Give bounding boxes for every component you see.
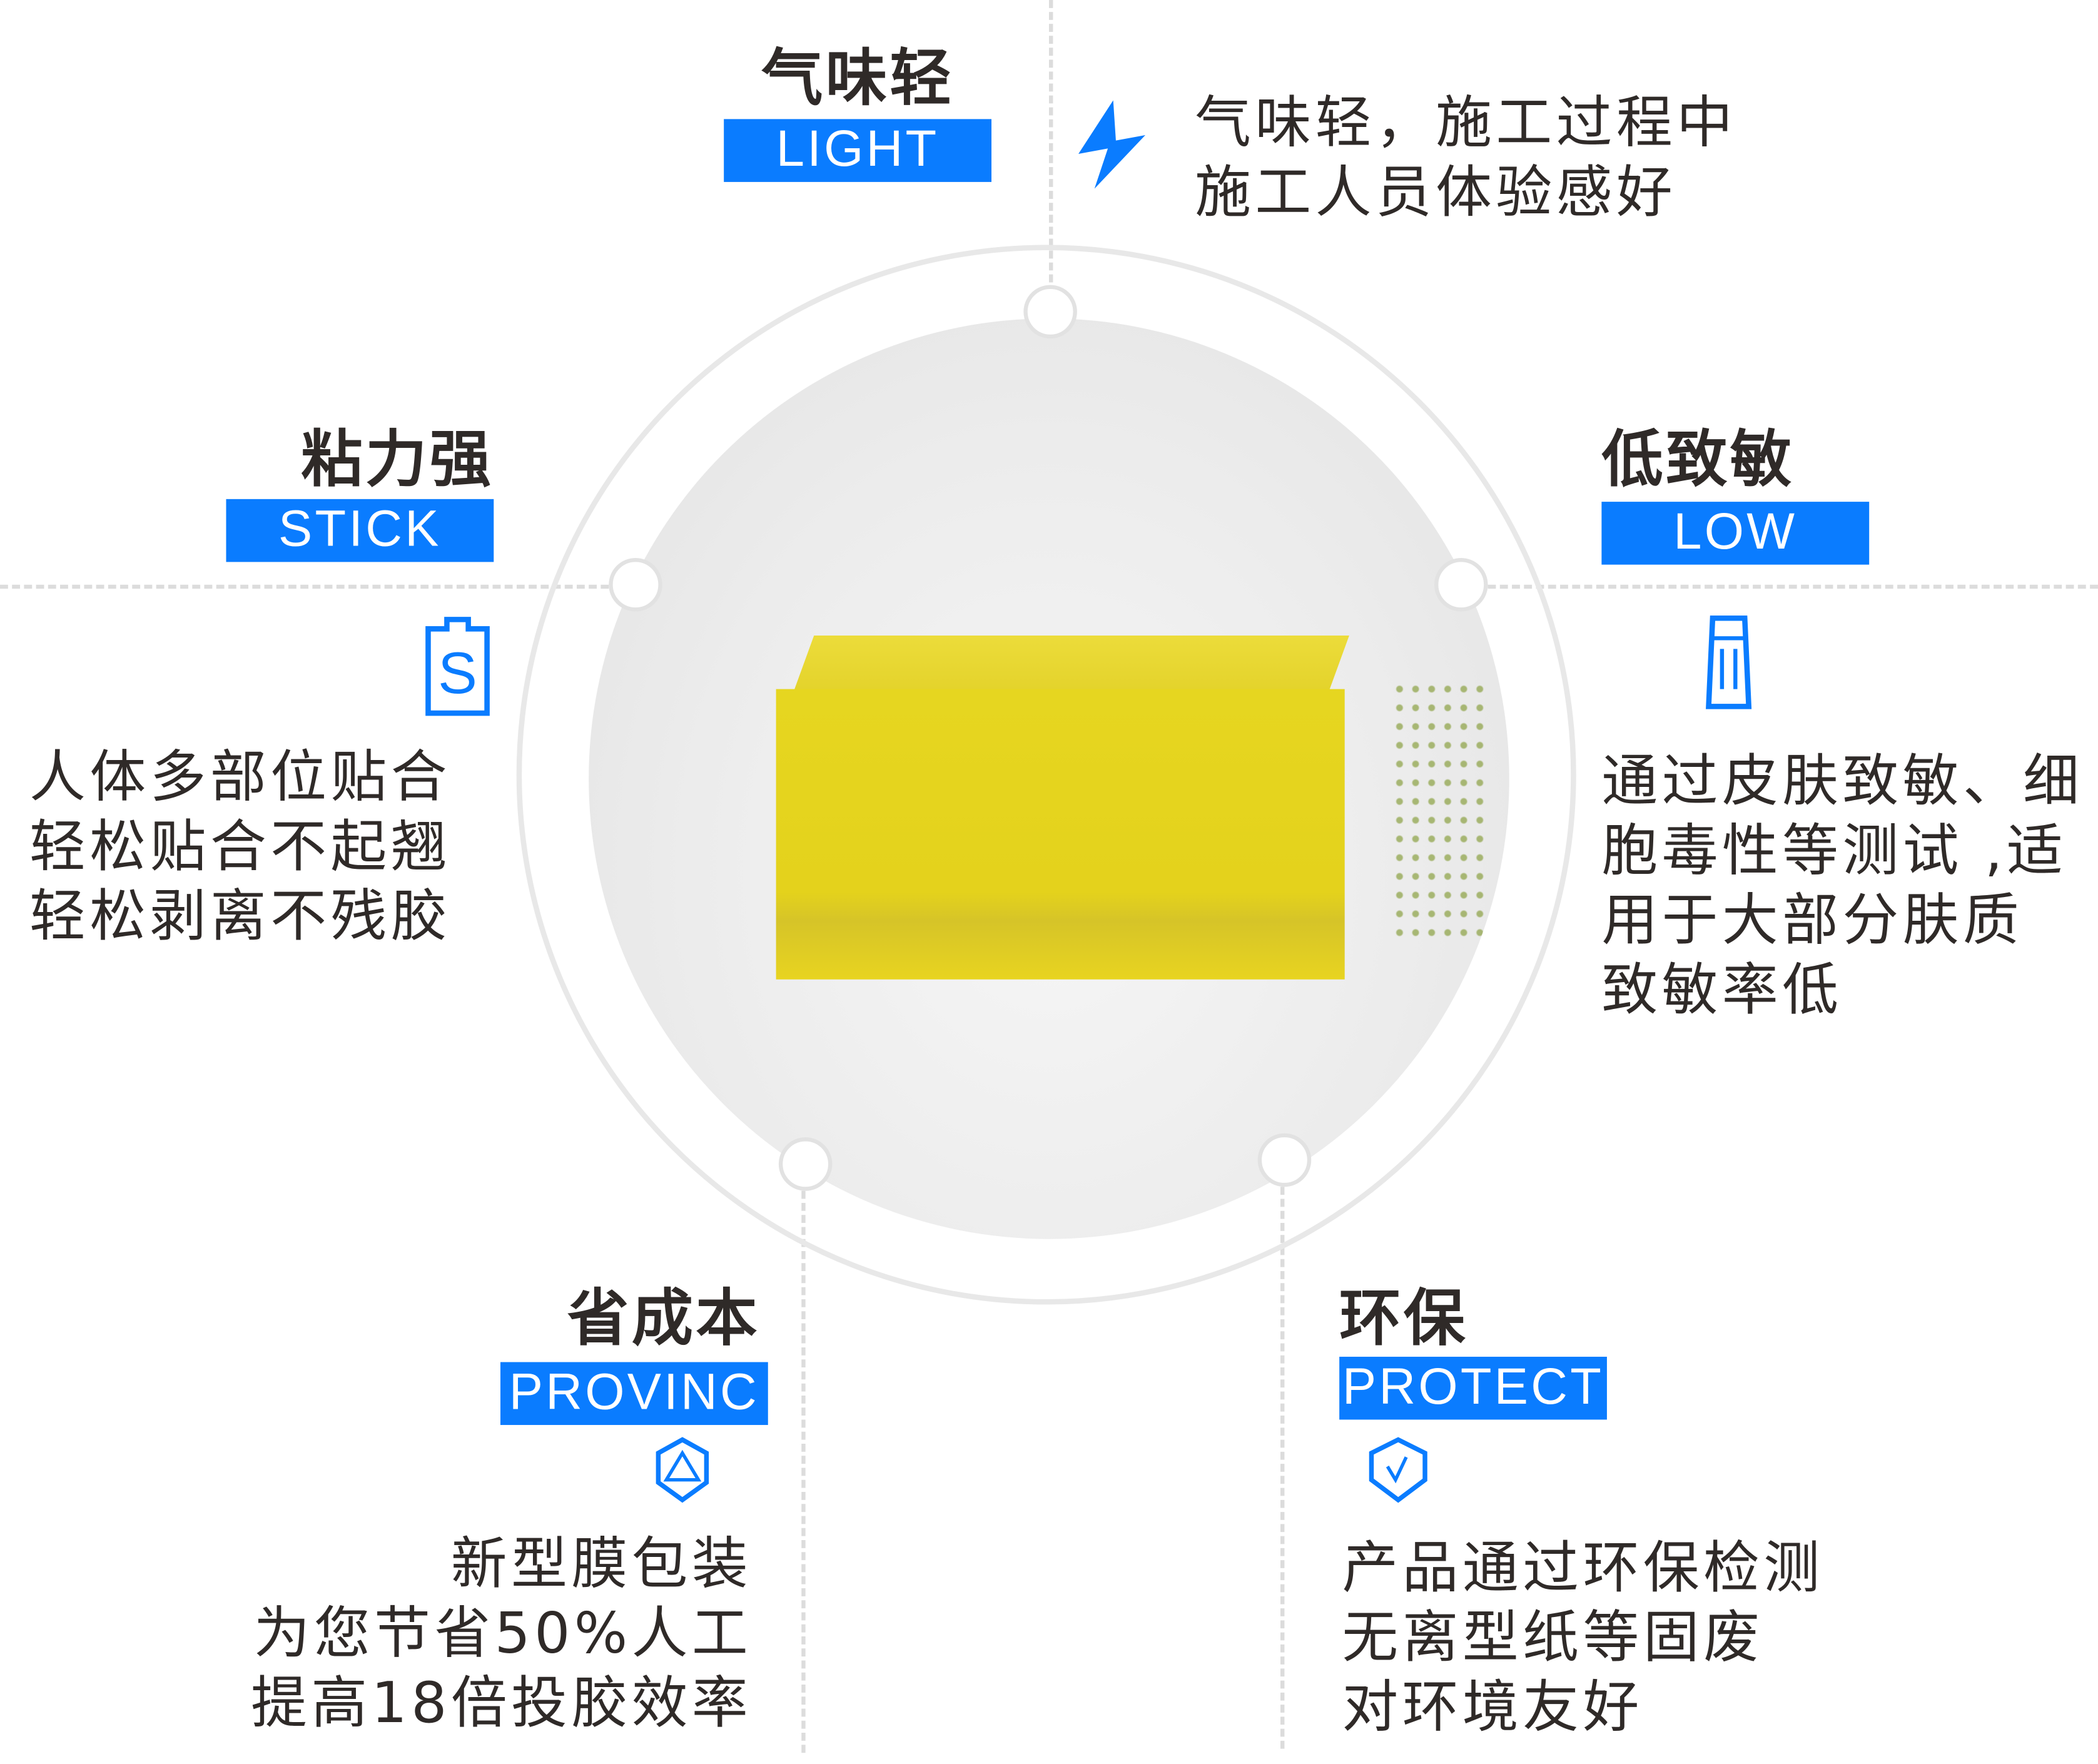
divider-left: [0, 584, 609, 589]
text-line: 轻松剥离不残胶: [29, 883, 451, 949]
provinc-title: 省成本: [567, 1282, 760, 1354]
divider-bottom-left: [801, 1190, 806, 1753]
text-line: 无离型纸等固废: [1342, 1604, 1764, 1670]
low-title: 低致敏: [1601, 422, 1795, 495]
outer-ring: [516, 245, 1576, 1305]
protect-tag: PROTECT: [1339, 1356, 1607, 1420]
low-description: 通过皮肤致敏、细 胞毒性等测试 ,适 用于大部分肤质 致敏率低: [1601, 747, 2083, 1025]
text-line: 气味轻，施工过程中: [1195, 89, 1737, 156]
product-photo: [589, 318, 1509, 1239]
text-line: 产品通过环保检测: [1342, 1534, 1824, 1601]
text-line: 通过皮肤致敏、细: [1601, 748, 2084, 814]
divider-right: [1487, 584, 2098, 589]
text-line: 施工人员体验感好: [1195, 159, 1677, 225]
protect-description: 产品通过环保检测 无离型纸等固废 对环境友好: [1342, 1533, 1823, 1742]
light-title: 气味轻: [761, 41, 955, 114]
text-line: 新型膜包装: [450, 1531, 753, 1596]
text-line: 用于大部分肤质: [1601, 887, 2024, 953]
stick-tag: STICK: [226, 499, 494, 562]
node-bottom-right: [1257, 1133, 1312, 1187]
yellow-glue-block: [776, 636, 1349, 980]
green-sprig: [1391, 679, 1486, 948]
node-bottom-left: [778, 1137, 833, 1191]
text-line: 人体多部位贴合: [29, 744, 451, 810]
provinc-tag: PROVINC: [500, 1362, 768, 1426]
lightning-icon: [1078, 100, 1145, 189]
low-tag: LOW: [1601, 502, 1870, 565]
tube-icon: [1706, 615, 1752, 709]
light-tag: LIGHT: [724, 119, 991, 182]
s-battery-icon: S: [425, 617, 490, 716]
node-left: [609, 557, 662, 612]
svg-text:S: S: [438, 640, 477, 706]
text-line: 胞毒性等测试 ,适: [1601, 817, 2067, 883]
shield-triangle-icon: [656, 1437, 709, 1503]
text-line: 为您节省50%人工: [253, 1600, 753, 1666]
shield-check-icon: [1369, 1437, 1427, 1503]
text-line: 轻松贴合不起翘: [29, 813, 451, 879]
node-top: [1023, 285, 1077, 339]
stick-description: 人体多部位贴合 轻松贴合不起翘 轻松剥离不残胶: [29, 743, 451, 951]
provinc-description: 新型膜包装 为您节省50%人工 提高18倍投胶效率: [201, 1529, 752, 1738]
text-line: 提高18倍投胶效率: [251, 1670, 753, 1736]
stick-title: 粘力强: [301, 422, 494, 495]
node-right: [1434, 557, 1488, 612]
divider-bottom-right: [1280, 1187, 1285, 1749]
divider-top: [1048, 0, 1053, 295]
text-line: 致敏率低: [1601, 956, 1843, 1023]
light-description: 气味轻，施工过程中 施工人员体验感好: [1195, 88, 1736, 227]
text-line: 对环境友好: [1342, 1673, 1643, 1740]
protect-title: 环保: [1339, 1282, 1468, 1354]
